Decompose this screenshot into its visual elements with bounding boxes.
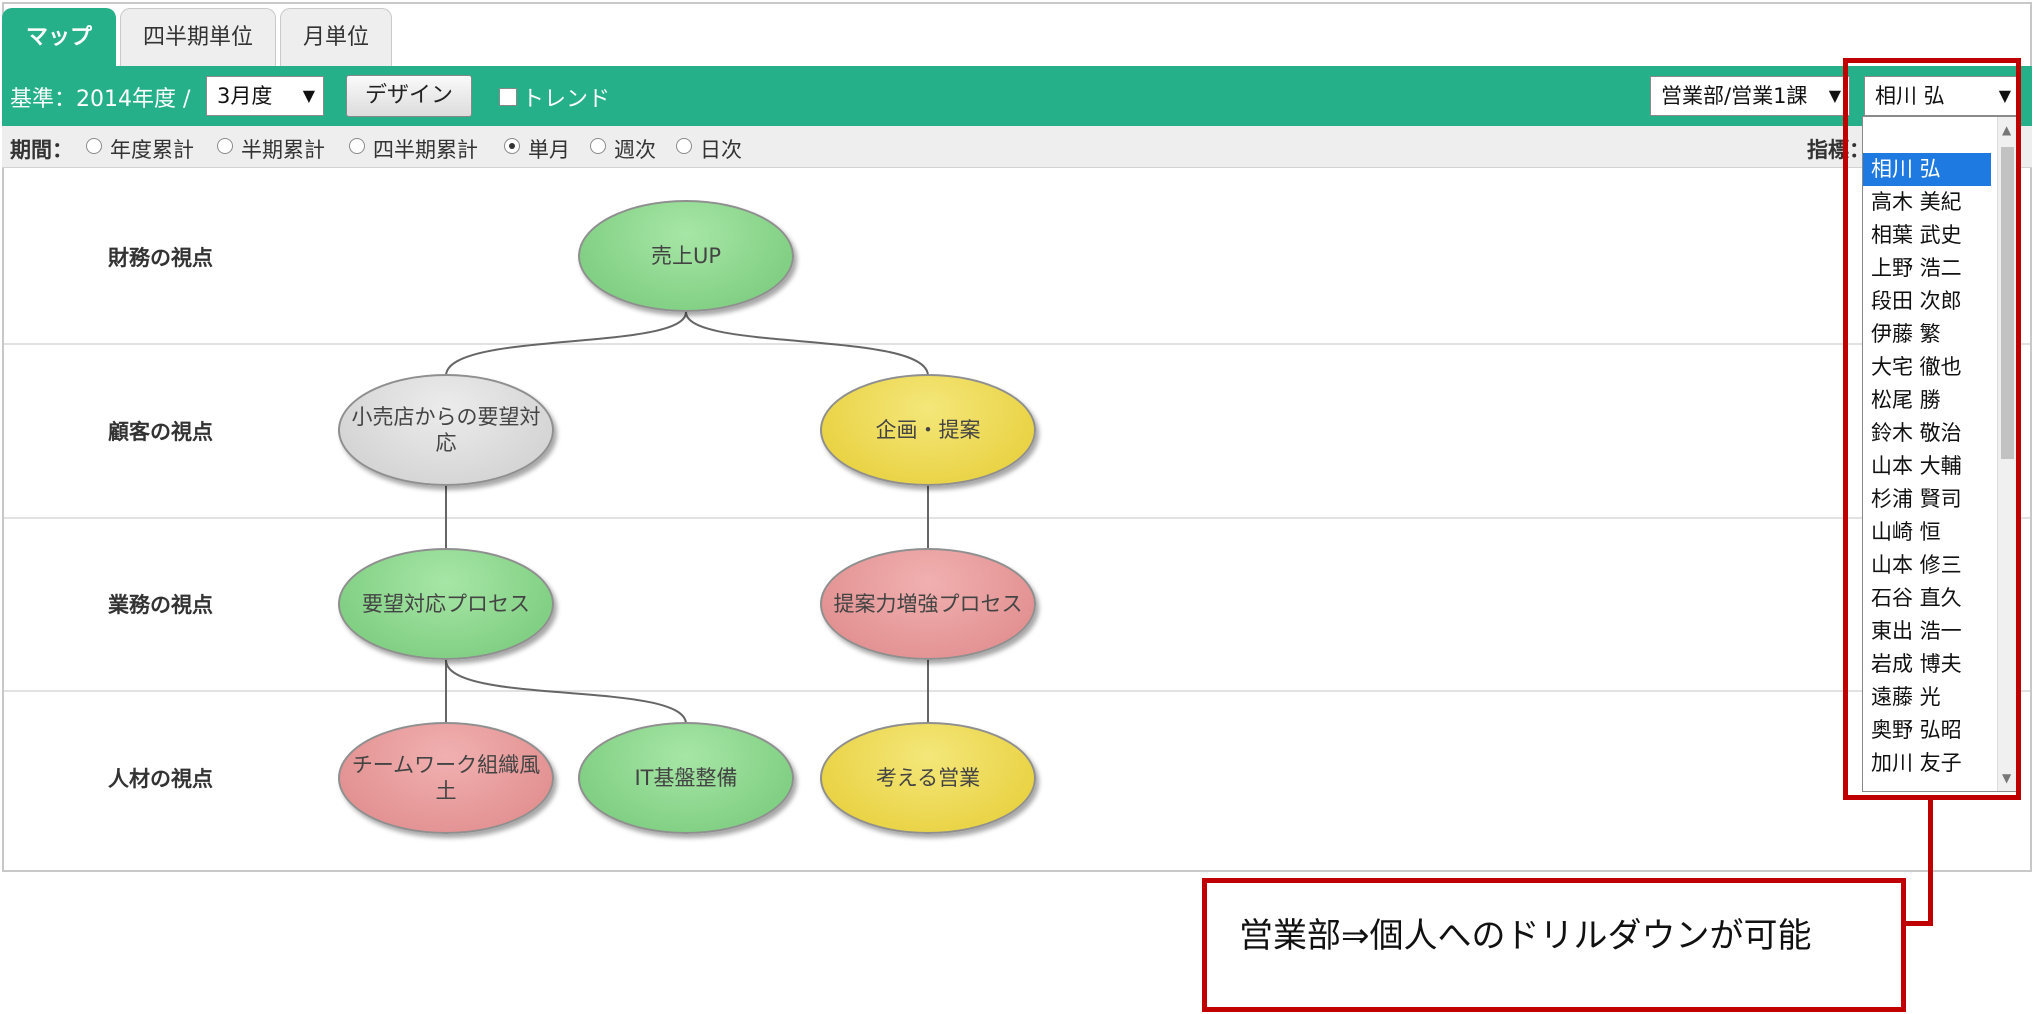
list-item[interactable]: 岩成 博夫 [1871,652,1962,676]
callout-note: 営業部⇒個人へのドリルダウンが可能 [1202,878,1906,1012]
list-item[interactable]: 伊藤 繁 [1871,322,1941,346]
dropdown-scrollbar[interactable]: ▲ ▼ [1997,117,2017,791]
trend-label: トレンド [522,87,611,112]
list-item[interactable]: 松尾 勝 [1871,388,1941,412]
radio-annual-cumulative[interactable] [86,138,102,154]
radio-label-half-cumulative: 半期累計 [241,138,325,162]
department-select-value: 営業部/営業1課 [1661,84,1808,108]
node-retailer-requests[interactable]: 小売店からの要望対応 [338,374,554,486]
list-item[interactable]: 大宅 徹也 [1871,355,1962,379]
perspective-financial: 財務の視点 [108,246,213,270]
node-request-process[interactable]: 要望対応プロセス [338,548,554,660]
node-proposal-process[interactable]: 提案力増強プロセス [820,548,1036,660]
list-item[interactable]: 段田 次郎 [1871,289,1962,313]
department-select[interactable]: 営業部/営業1課 ▼ [1650,76,1850,116]
month-select-value: 3月度 [217,84,273,108]
connector [445,311,687,377]
person-select-value: 相川 弘 [1875,84,1945,108]
chevron-down-icon: ▼ [302,86,315,105]
perspective-learning: 人材の視点 [108,767,213,791]
scroll-up-icon[interactable]: ▲ [2002,123,2012,137]
perspective-customer: 顧客の視点 [108,420,213,444]
tab-map[interactable]: マップ [2,8,116,66]
trend-checkbox[interactable] [499,88,517,106]
radio-quarter-cumulative[interactable] [349,138,365,154]
radio-label-daily: 日次 [700,138,742,162]
list-item[interactable]: 山本 修三 [1871,553,1962,577]
toolbar: 基準：2014年度 / 3月度 ▼ デザイン トレンド 営業部/営業1課 ▼ 相… [2,66,2032,126]
month-select[interactable]: 3月度 ▼ [206,76,324,116]
scroll-down-icon[interactable]: ▼ [2002,771,2012,785]
row-divider [4,690,2030,692]
tab-monthly[interactable]: 月単位 [280,8,392,66]
indicator-label: 指標： [1807,138,1870,162]
radio-label-annual-cumulative: 年度累計 [110,138,194,162]
tab-quarterly[interactable]: 四半期単位 [120,8,276,66]
node-planning-proposal[interactable]: 企画・提案 [820,374,1036,486]
radio-label-quarter-cumulative: 四半期累計 [373,138,478,162]
scrollbar-thumb[interactable] [2001,147,2014,459]
chevron-down-icon: ▼ [1998,86,2011,105]
base-year-label: 基準：2014年度 / [10,87,191,112]
list-item[interactable]: 石谷 直久 [1871,586,1962,610]
connector [685,311,929,377]
list-item[interactable]: 加川 友子 [1871,751,1962,775]
radio-half-cumulative[interactable] [217,138,233,154]
list-item[interactable]: 奥野 弘昭 [1871,718,1962,742]
radio-label-weekly: 週次 [614,138,656,162]
row-divider [4,517,2030,519]
period-label: 期間： [10,138,73,162]
list-item[interactable]: 鈴木 敬治 [1871,421,1962,445]
node-teamwork-culture[interactable]: チームワーク組織風土 [338,722,554,834]
perspective-process: 業務の視点 [108,593,213,617]
list-item[interactable]: 遠藤 光 [1871,685,1941,709]
radio-single-month[interactable] [504,138,520,154]
period-bar: 期間： 年度累計 半期累計 四半期累計 単月 週次 日次 指標： [2,126,2032,168]
design-button[interactable]: デザイン [346,75,472,117]
list-item[interactable]: 高木 美紀 [1871,190,1962,214]
list-item[interactable]: 山崎 恒 [1871,520,1941,544]
person-select[interactable]: 相川 弘 ▼ [1864,76,2020,116]
callout-connector [1906,921,1933,926]
list-item[interactable]: 相川 弘 [1863,153,1991,186]
node-sales-up[interactable]: 売上UP [578,200,794,312]
radio-weekly[interactable] [590,138,606,154]
list-item[interactable]: 相葉 武史 [1871,223,1962,247]
radio-label-single-month: 単月 [528,138,570,162]
list-item[interactable]: 東出 浩一 [1871,619,1962,643]
list-item[interactable]: 上野 浩二 [1871,256,1962,280]
list-item[interactable]: 山本 大輔 [1871,454,1962,478]
node-it-infrastructure[interactable]: IT基盤整備 [578,722,794,834]
callout-connector [1928,800,1933,926]
chevron-down-icon: ▼ [1828,86,1841,105]
row-divider [4,343,2030,345]
radio-daily[interactable] [676,138,692,154]
node-thinking-sales[interactable]: 考える営業 [820,722,1036,834]
list-item[interactable]: 杉浦 賢司 [1871,487,1962,511]
highlight-box [1843,58,2021,800]
connector [445,659,687,725]
